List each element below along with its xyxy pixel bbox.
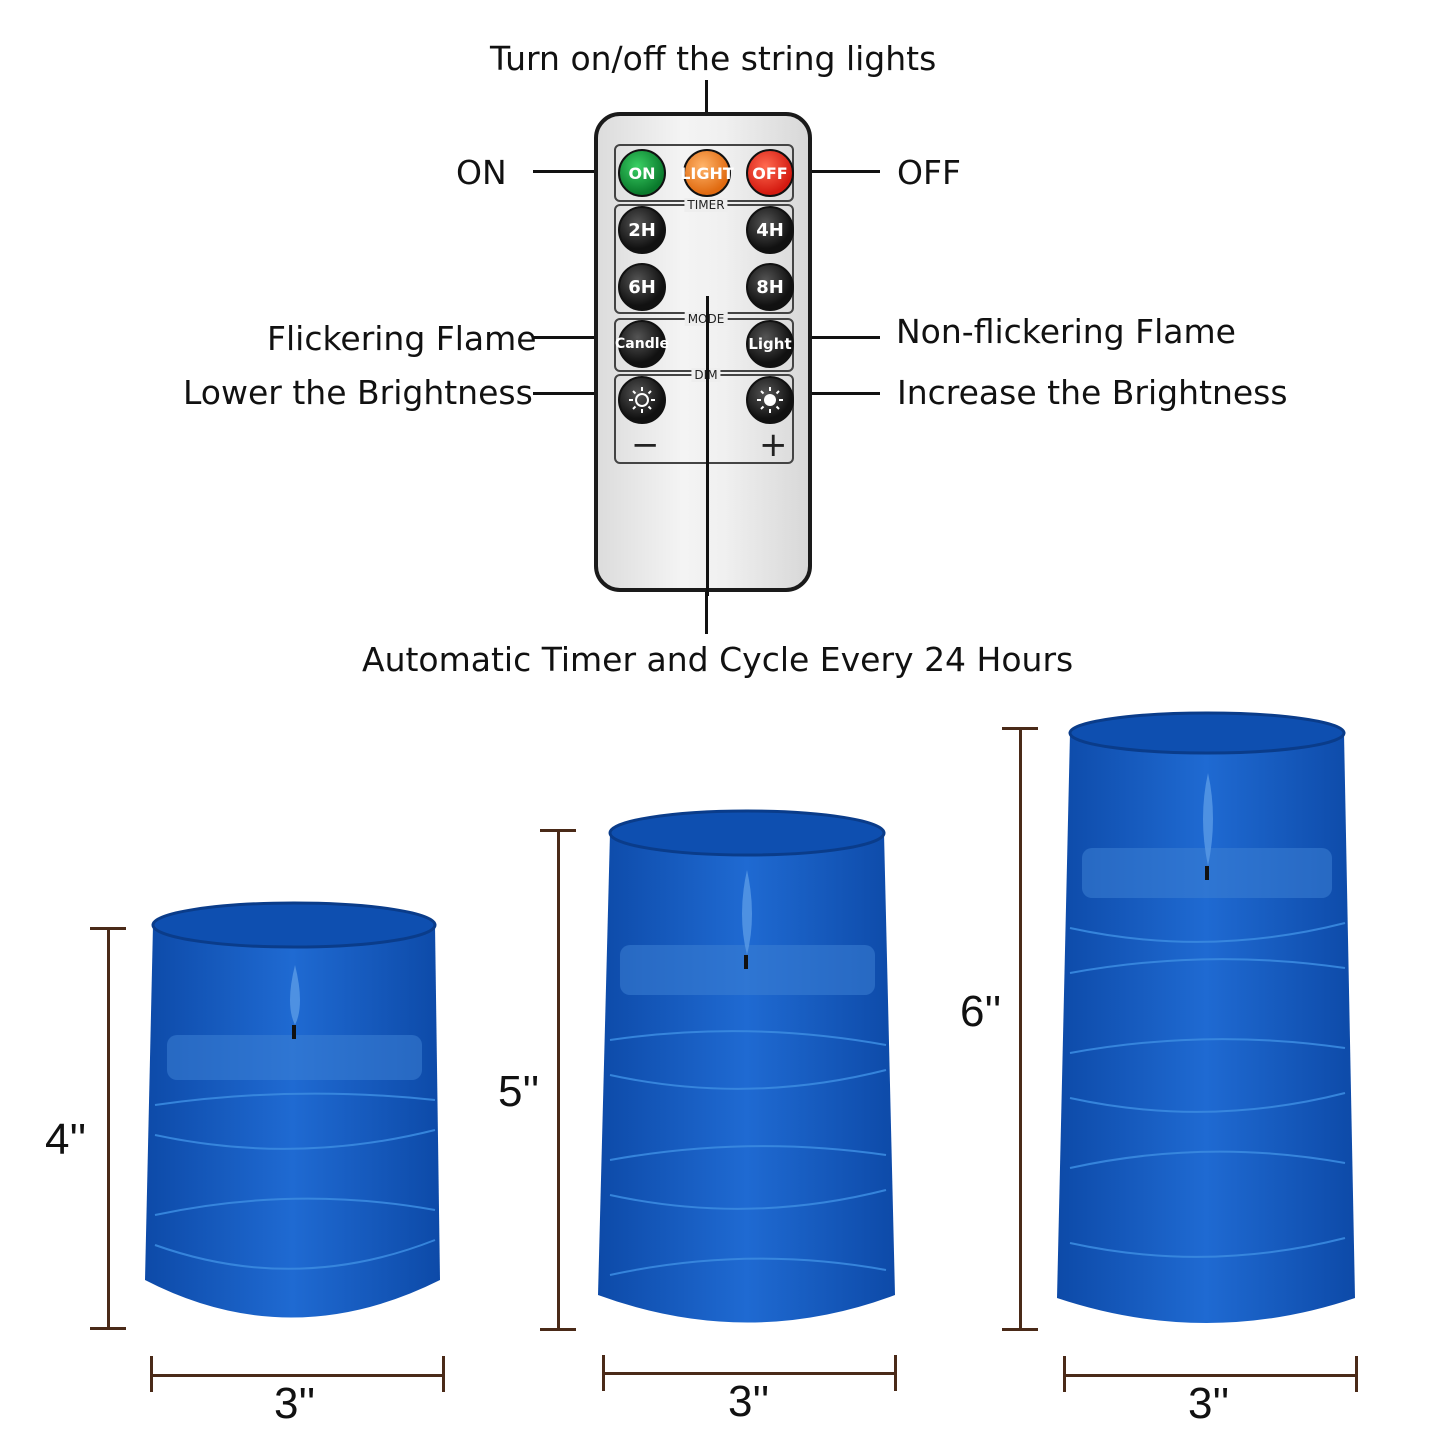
dim-plus-button[interactable] (746, 376, 794, 424)
callout-line-flickering (533, 336, 623, 339)
timer-8h-button[interactable]: 8H (746, 263, 794, 311)
small-height-tick-bottom (90, 1327, 126, 1330)
candle-mode-button[interactable]: Candle (615, 320, 669, 368)
callout-off: OFF (897, 153, 961, 192)
callout-increase-brightness: Increase the Brightness (897, 373, 1288, 412)
callout-line-increase (785, 392, 880, 395)
small-height-ruler (107, 927, 110, 1329)
callout-line-lower (533, 392, 623, 395)
remote-control: TIMER MODE DIM ON LIGHT OFF 2H 4H 6H 8H … (594, 112, 812, 596)
on-button[interactable]: ON (618, 149, 666, 197)
large-height-tick-bottom (1002, 1328, 1038, 1331)
callout-on: ON (456, 153, 507, 192)
timer-4h-button[interactable]: 4H (746, 206, 794, 254)
callout-non-flickering: Non-flickering Flame (896, 312, 1236, 351)
callout-line-on (533, 170, 643, 173)
light-button[interactable]: LIGHT (680, 149, 734, 197)
plus-symbol: + (759, 425, 788, 465)
minus-symbol: − (631, 425, 660, 465)
remote-center-line (706, 296, 709, 596)
small-width-label: 3'' (274, 1379, 316, 1428)
medium-width-tick-left (602, 1355, 605, 1391)
candle-medium (598, 809, 895, 1323)
timer-6h-button[interactable]: 6H (618, 263, 666, 311)
large-height-tick-top (1002, 727, 1038, 730)
medium-height-tick-bottom (540, 1328, 576, 1331)
large-width-ruler (1063, 1374, 1358, 1377)
medium-width-ruler (602, 1372, 897, 1375)
small-width-tick-right (442, 1356, 445, 1392)
large-height-ruler (1019, 727, 1022, 1330)
callout-timer-cycle: Automatic Timer and Cycle Every 24 Hours (362, 640, 1074, 679)
candle-small (145, 901, 440, 1318)
medium-height-label: 5'' (498, 1067, 540, 1116)
callout-line-timer (705, 592, 708, 634)
large-width-tick-left (1063, 1356, 1066, 1392)
sun-bright-icon (757, 387, 783, 413)
callout-flickering: Flickering Flame (267, 319, 537, 358)
timer-2h-button[interactable]: 2H (618, 206, 666, 254)
candle-large (1057, 711, 1355, 1323)
small-height-label: 4'' (45, 1115, 87, 1164)
callout-string-lights: Turn on/off the string lights (490, 39, 937, 78)
sun-dim-icon (629, 387, 655, 413)
dim-minus-button[interactable] (618, 376, 666, 424)
off-button[interactable]: OFF (746, 149, 794, 197)
large-width-tick-right (1355, 1356, 1358, 1392)
small-height-tick-top (90, 927, 126, 930)
callout-line-off (770, 170, 880, 173)
medium-width-tick-right (894, 1355, 897, 1391)
medium-width-label: 3'' (728, 1377, 770, 1426)
timer-label: TIMER (684, 198, 728, 212)
small-width-ruler (150, 1374, 445, 1377)
large-height-label: 6'' (960, 987, 1002, 1036)
light-mode-button[interactable]: Light (746, 320, 794, 368)
medium-height-ruler (557, 829, 560, 1331)
medium-height-tick-top (540, 829, 576, 832)
callout-line-non-flickering (785, 336, 880, 339)
small-width-tick-left (150, 1356, 153, 1392)
callout-lower-brightness: Lower the Brightness (183, 373, 533, 412)
large-width-label: 3'' (1188, 1379, 1230, 1428)
